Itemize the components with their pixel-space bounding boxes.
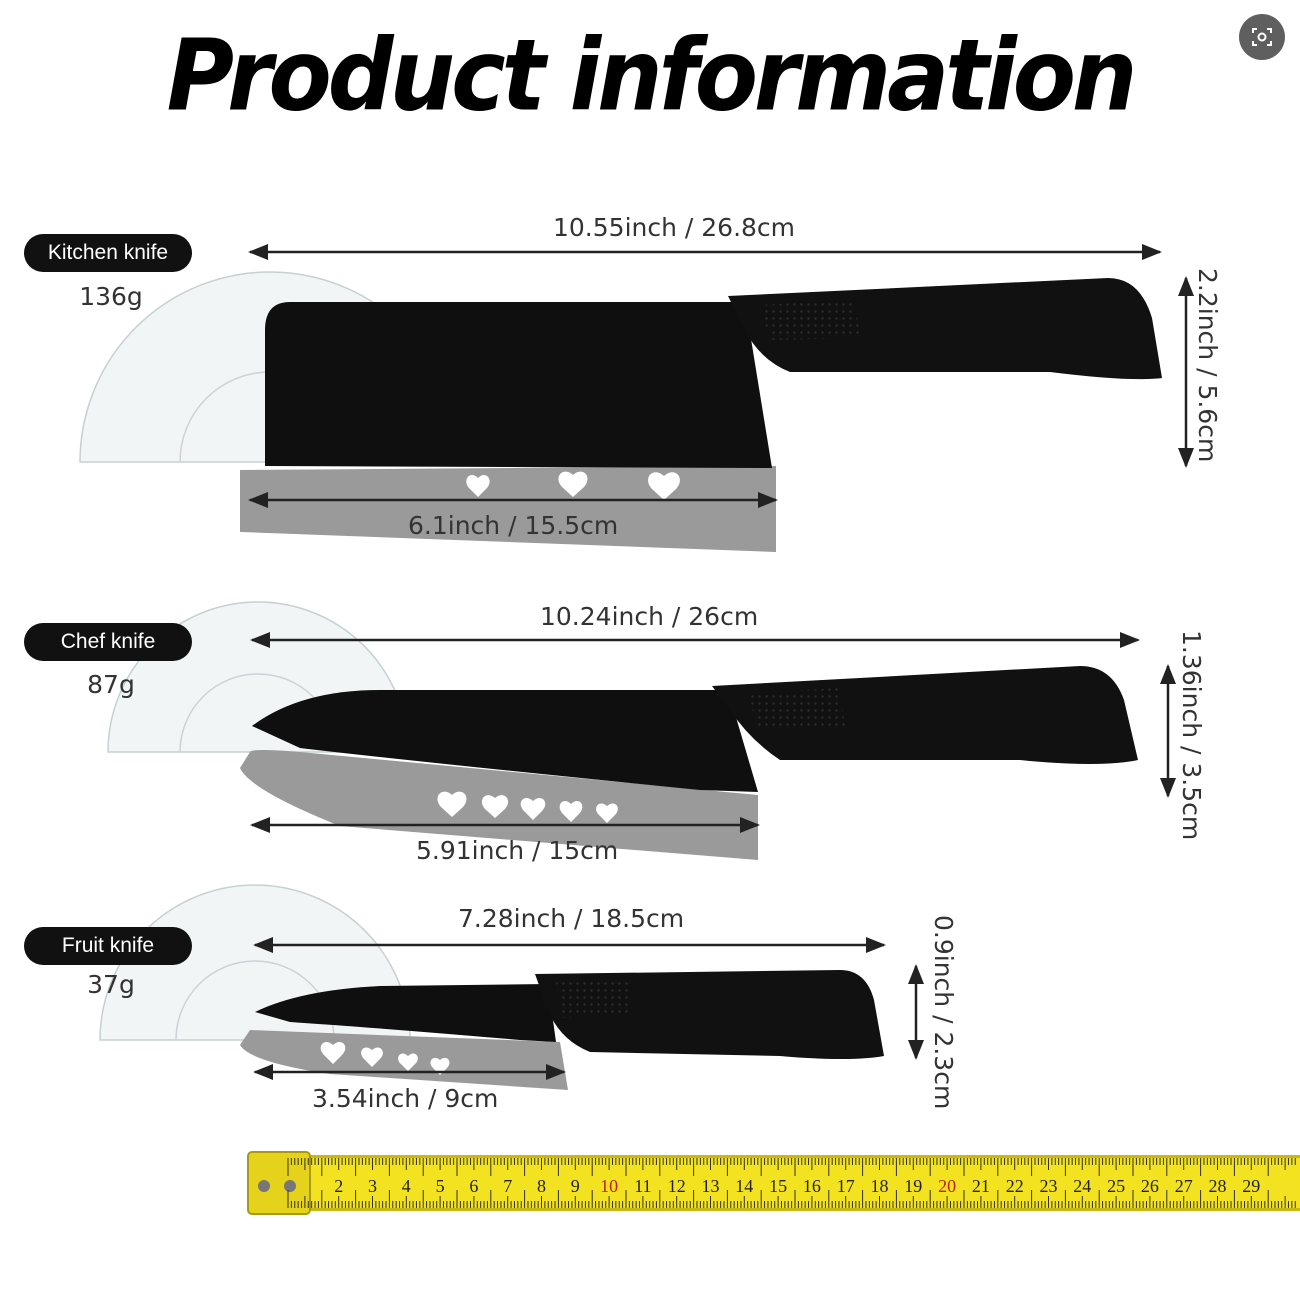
tape-number: 8 [537, 1176, 546, 1196]
tape-number: 11 [634, 1176, 651, 1196]
fruit-knife [255, 970, 884, 1059]
tape-number: 10 [600, 1176, 618, 1196]
chef-blade-length: 5.91inch / 15cm [416, 836, 619, 865]
fruit-total-length: 7.28inch / 18.5cm [458, 904, 685, 933]
tape-number: 15 [769, 1176, 787, 1196]
tape-number: 27 [1175, 1176, 1193, 1196]
tape-number: 3 [368, 1176, 377, 1196]
tape-number: 13 [702, 1176, 720, 1196]
tape-number: 4 [402, 1176, 411, 1196]
tape-number: 22 [1006, 1176, 1024, 1196]
kitchen-knife-label: Kitchen knife [24, 234, 192, 272]
visual-search-icon [1252, 28, 1272, 46]
kitchen-knife [265, 278, 1162, 468]
kitchen-blade-length: 6.1inch / 15.5cm [408, 511, 619, 540]
tape-number: 2 [334, 1176, 343, 1196]
tape-number: 19 [904, 1176, 922, 1196]
chef-blade-width: 1.36inch / 3.5cm [1177, 630, 1206, 841]
tape-number: 14 [735, 1176, 753, 1196]
tape-number: 28 [1209, 1176, 1227, 1196]
kitchen-blade-width: 2.2inch / 5.6cm [1193, 268, 1222, 463]
tape-number: 5 [436, 1176, 445, 1196]
kitchen-knife-weight: 136g [79, 282, 143, 311]
tape-number: 6 [469, 1176, 478, 1196]
tape-number: 16 [803, 1176, 821, 1196]
tape-number: 17 [837, 1176, 855, 1196]
tape-number: 12 [668, 1176, 686, 1196]
fruit-blade-length: 3.54inch / 9cm [312, 1084, 499, 1113]
tape-number: 20 [938, 1176, 956, 1196]
page-title: Product information [166, 17, 1138, 134]
tape-ticks [287, 1158, 1296, 1208]
fruit-blade-width: 0.9inch / 2.3cm [929, 915, 958, 1110]
tape-number: 7 [503, 1176, 512, 1196]
chef-knife-label: Chef knife [24, 623, 192, 661]
fruit-knife-label: Fruit knife [24, 927, 192, 965]
chef-total-length: 10.24inch / 26cm [540, 602, 759, 631]
chef-knife [252, 666, 1138, 792]
tape-number: 25 [1107, 1176, 1125, 1196]
sheath-kitchen [240, 466, 776, 552]
tape-number: 23 [1040, 1176, 1058, 1196]
tape-number: 18 [871, 1176, 889, 1196]
chef-knife-weight: 87g [87, 670, 135, 699]
visual-search-button[interactable] [1239, 14, 1285, 60]
tape-number: 29 [1242, 1176, 1260, 1196]
tape-number: 26 [1141, 1176, 1159, 1196]
tape-number: 9 [571, 1176, 580, 1196]
tape-number: 21 [972, 1176, 990, 1196]
kitchen-total-length: 10.55inch / 26.8cm [553, 213, 796, 242]
tape-number: 24 [1073, 1176, 1091, 1196]
fruit-knife-weight: 37g [87, 970, 135, 999]
